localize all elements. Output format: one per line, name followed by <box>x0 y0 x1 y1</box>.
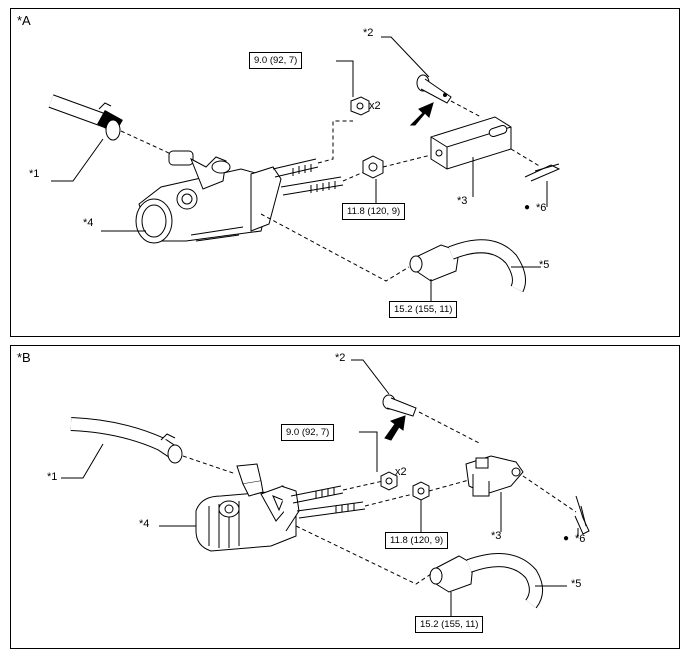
callout-2: *2 <box>363 27 374 39</box>
mounting-studs <box>290 485 366 519</box>
master-cylinder-part-4 <box>135 150 282 244</box>
leader-2 <box>351 359 390 395</box>
torque-nut-large: 11.8 (120, 9) <box>385 532 449 549</box>
nut-large <box>362 155 384 179</box>
hose-part-1 <box>48 94 123 141</box>
leader-1 <box>61 443 104 479</box>
clevis-pin-part-2 <box>416 74 452 104</box>
panel-b-drawing <box>61 359 590 618</box>
panel-a-drawing <box>48 36 561 301</box>
torque-union: 15.2 (155, 11) <box>389 301 458 318</box>
torque-union: 15.2 (155, 11) <box>415 616 484 633</box>
callout-4: *4 <box>139 518 150 530</box>
bullet-mark: ● <box>524 202 531 213</box>
torque-nut-small: 9.0 (92, 7) <box>249 52 303 69</box>
callout-5: *5 <box>539 259 550 271</box>
clevis-part-3 <box>465 455 524 497</box>
callout-1: *1 <box>29 168 40 180</box>
pipe-part-5 <box>429 553 543 609</box>
direction-arrow <box>409 102 434 126</box>
callout-3: *3 <box>491 530 502 542</box>
callout-4: *4 <box>83 217 94 229</box>
master-cylinder-part-4 <box>195 463 300 552</box>
clip-part-6 <box>574 495 590 535</box>
callout-2: *2 <box>335 352 346 364</box>
diagram-panel-a: *A <box>10 8 680 337</box>
callout-6: *6 <box>536 202 547 214</box>
nut-small <box>380 471 398 491</box>
diagram-panel-b: *B <box>10 345 680 649</box>
clevis-pin-part-2 <box>382 394 417 417</box>
nut-large <box>412 481 430 501</box>
nut-small <box>350 96 370 116</box>
direction-arrow <box>384 415 406 441</box>
clevis-part-3 <box>430 116 512 170</box>
callout-5: *5 <box>571 578 582 590</box>
bullet-mark: ● <box>563 533 570 544</box>
torque-nut-small: 9.0 (92, 7) <box>281 424 335 441</box>
mounting-studs <box>272 158 344 196</box>
leader-1 <box>51 138 104 182</box>
leader-torque-small <box>336 60 354 97</box>
torque-nut-large: 11.8 (120, 9) <box>342 203 406 220</box>
panel-label: *A <box>17 13 31 28</box>
callout-6: *6 <box>575 533 586 545</box>
pipe-part-5 <box>409 239 526 293</box>
hose-part-1 <box>70 417 183 464</box>
quantity-label: x2 <box>369 100 381 112</box>
panel-label: *B <box>17 350 31 365</box>
clip-part-6 <box>524 163 561 182</box>
quantity-label: x2 <box>395 466 407 478</box>
callout-1: *1 <box>47 471 58 483</box>
leader-2 <box>381 36 430 78</box>
leader-torque-small <box>359 431 378 472</box>
callout-3: *3 <box>457 195 468 207</box>
